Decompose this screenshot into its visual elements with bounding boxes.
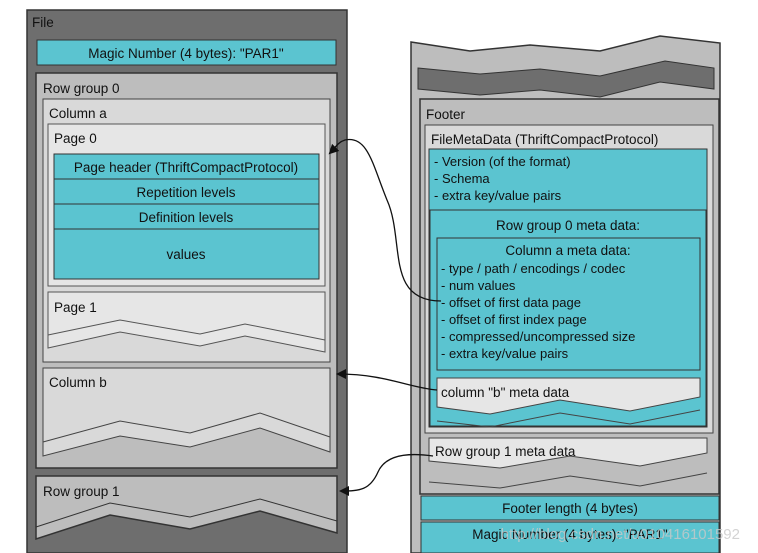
info-line-extra-kv: - extra key/value pairs [434, 188, 562, 203]
repetition-levels-box [53, 178, 320, 205]
column-b-meta-label: column "b" meta data [441, 385, 570, 400]
footer-top-tear-band [417, 60, 715, 98]
column-a-meta-title: Column a meta data: [505, 243, 630, 258]
arrow-row-group-1-meta-to-row-group-1 [339, 453, 434, 496]
arrow-column-a-meta-to-page-0 [328, 138, 442, 302]
page-header-label: Page header (ThriftCompactProtocol) [74, 160, 298, 175]
footer-length-box [420, 495, 720, 521]
column-a-meta-line: - extra key/value pairs [441, 346, 569, 361]
row-group-1-meta-tear-line [428, 472, 708, 489]
footer-magic-number-box [420, 521, 720, 553]
file-magic-number-label: Magic Number (4 bytes): "PAR1" [88, 46, 284, 61]
row-group-0-meta-title: Row group 0 meta data: [496, 218, 640, 233]
footer-magic-number-label: Magic Number (4 bytes): "PAR1" [472, 527, 668, 542]
column-b-tear-line [42, 412, 331, 443]
page-0-title: Page 0 [54, 131, 97, 146]
file-magic-number-box [36, 39, 337, 66]
page-1-tear-line [47, 319, 326, 341]
info-line-schema: - Schema [434, 171, 490, 186]
values-label: values [166, 247, 205, 262]
footer-length-label: Footer length (4 bytes) [502, 501, 638, 516]
footer-container: Footer FileMetaData (ThriftCompactProtoc… [410, 35, 721, 553]
values-box [53, 228, 320, 280]
pointer-arrows [328, 138, 442, 496]
column-a-meta-box [436, 237, 701, 371]
footer-title: Footer [426, 107, 466, 122]
definition-levels-label: Definition levels [139, 210, 234, 225]
column-a-meta-line: - num values [441, 278, 516, 293]
row-group-1-box [35, 475, 338, 541]
info-line-version: - Version (of the format) [434, 154, 571, 169]
column-b-meta-tear-line [436, 409, 701, 428]
row-group-0-title: Row group 0 [43, 81, 120, 96]
column-b-title: Column b [49, 375, 107, 390]
row-group-1-tear-line [35, 498, 338, 528]
row-group-1-meta-box [428, 437, 708, 469]
page-1-box [47, 291, 326, 353]
watermark-text: http://blog.csdn.net/u010416101592 [501, 526, 740, 543]
column-a-meta-line: - compressed/uncompressed size [441, 329, 635, 344]
column-b-meta-box [436, 377, 701, 415]
column-a-title: Column a [49, 106, 107, 121]
column-a-meta-line: - offset of first data page [441, 295, 581, 310]
page-1-title: Page 1 [54, 300, 97, 315]
column-a-meta-line: - type / path / encodings / codec [441, 261, 626, 276]
file-title: File [32, 15, 54, 30]
arrow-column-b-meta-to-column-b [336, 369, 438, 391]
file-container: File Magic Number (4 bytes): "PAR1" Row … [26, 9, 348, 553]
column-b-box [42, 367, 331, 457]
row-group-1-title: Row group 1 [43, 484, 120, 499]
column-a-meta-line: - offset of first index page [441, 312, 587, 327]
file-metadata-title: FileMetaData (ThriftCompactProtocol) [431, 132, 658, 147]
repetition-levels-label: Repetition levels [136, 185, 235, 200]
row-group-1-meta-label: Row group 1 meta data [435, 444, 576, 459]
